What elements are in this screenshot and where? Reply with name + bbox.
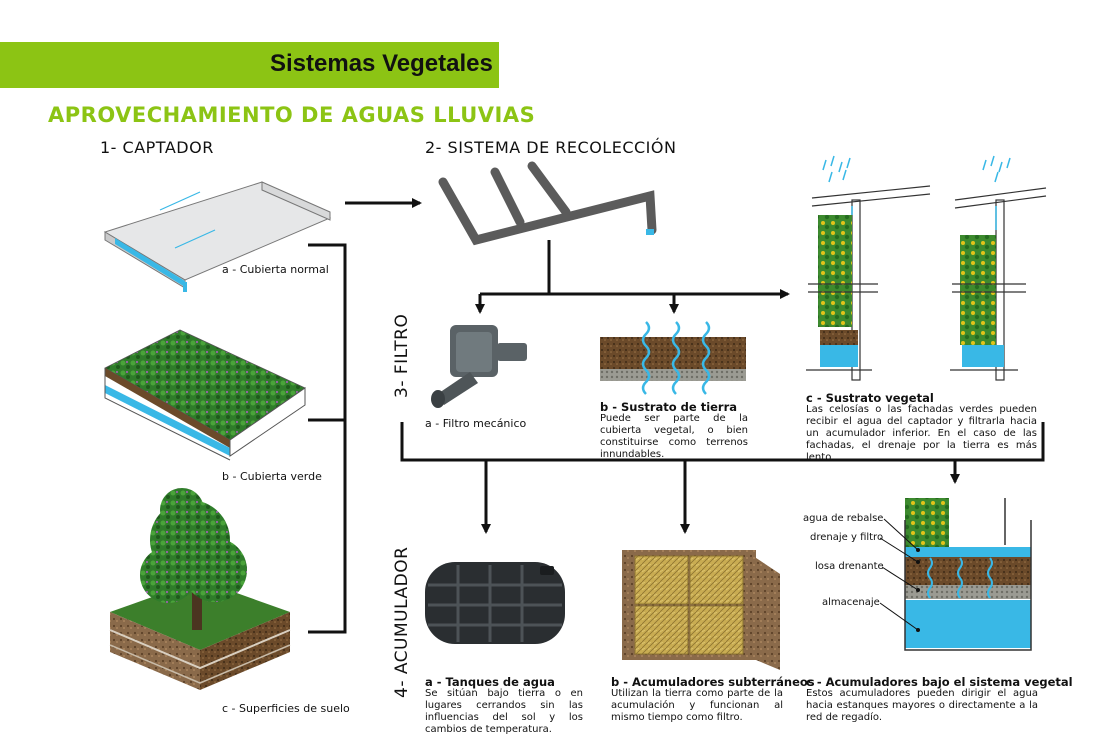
filtro-mecanico-illustration — [431, 325, 527, 408]
captador-heading: 1- CAPTADOR — [100, 138, 214, 157]
caption-acumuladores-subterraneos: b - Acumuladores subterráneos — [611, 675, 815, 689]
banner-title: Sistemas Vegetales — [270, 50, 493, 77]
tanques-agua-illustration — [425, 562, 565, 644]
caption-sustrato-tierra: b - Sustrato de tierra — [600, 400, 738, 414]
label-drenaje-filtro: drenaje y filtro — [810, 532, 884, 543]
desc-sustrato-vegetal: Las celosías o las fachadas verdes puede… — [806, 404, 1037, 463]
label-losa-drenante: losa drenante — [815, 561, 884, 572]
recoleccion-pipes-illustration — [438, 161, 657, 246]
flow-connectors — [308, 198, 1045, 634]
caption-sustrato-vegetal: c - Sustrato vegetal — [806, 391, 934, 405]
desc-sustrato-tierra: Puede ser parte de la cubierta vegetal, … — [600, 413, 748, 460]
caption-cubierta-verde: b - Cubierta verde — [222, 470, 322, 483]
desc-acumuladores-subterraneos: Utilizan la tierra como parte de la acum… — [611, 688, 783, 723]
desc-tanques-agua: Se sitúan bajo tierra o en lugares cerra… — [425, 688, 583, 735]
caption-superficies-suelo: c - Superficies de suelo — [222, 702, 350, 715]
cubierta-normal-illustration — [103, 181, 332, 292]
title-banner — [0, 42, 499, 88]
desc-acumuladores-vegetal: Estos acumuladores pueden dirigir el agu… — [806, 688, 1038, 723]
caption-cubierta-normal: a - Cubierta normal — [222, 263, 329, 276]
superficies-suelo-illustration — [109, 488, 291, 690]
sustrato-tierra-illustration — [600, 321, 746, 395]
label-almacenaje: almacenaje — [822, 597, 880, 608]
acumuladores-subterraneos-illustration — [622, 550, 780, 670]
pipe-outlet-water — [646, 229, 654, 235]
caption-filtro-mecanico: a - Filtro mecánico — [425, 417, 527, 430]
cubierta-verde-illustration — [104, 329, 306, 461]
sustrato-vegetal-illustration — [806, 155, 1047, 381]
recoleccion-heading: 2- SISTEMA DE RECOLECCIÓN — [425, 138, 677, 157]
main-title: APROVECHAMIENTO DE AGUAS LLUVIAS — [48, 103, 536, 127]
label-agua-rebalse: agua de rebalse — [803, 513, 884, 524]
acumuladores-vegetal-illustration — [879, 498, 1032, 651]
caption-acumuladores-vegetal: c - Acumuladores bajo el sistema vegetal — [806, 675, 1073, 689]
caption-tanques-agua: a - Tanques de agua — [425, 675, 555, 689]
